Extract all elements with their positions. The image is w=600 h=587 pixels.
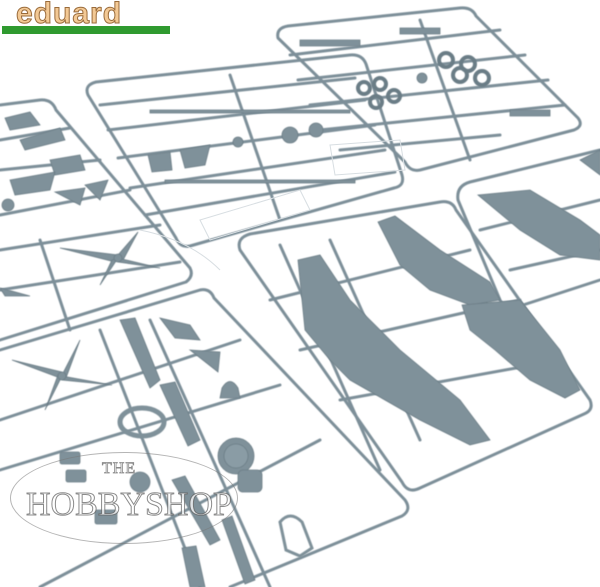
watermark-line1: THE [102,460,137,478]
logo-green-bar [2,26,170,34]
eduard-brand-logo: eduard [2,0,172,36]
hobbyshop-watermark: THE HOBBYSHOP [10,452,238,544]
logo-text: eduard [15,0,123,31]
watermark-oval [10,452,238,544]
watermark-line2: HOBBYSHOP [26,486,233,524]
